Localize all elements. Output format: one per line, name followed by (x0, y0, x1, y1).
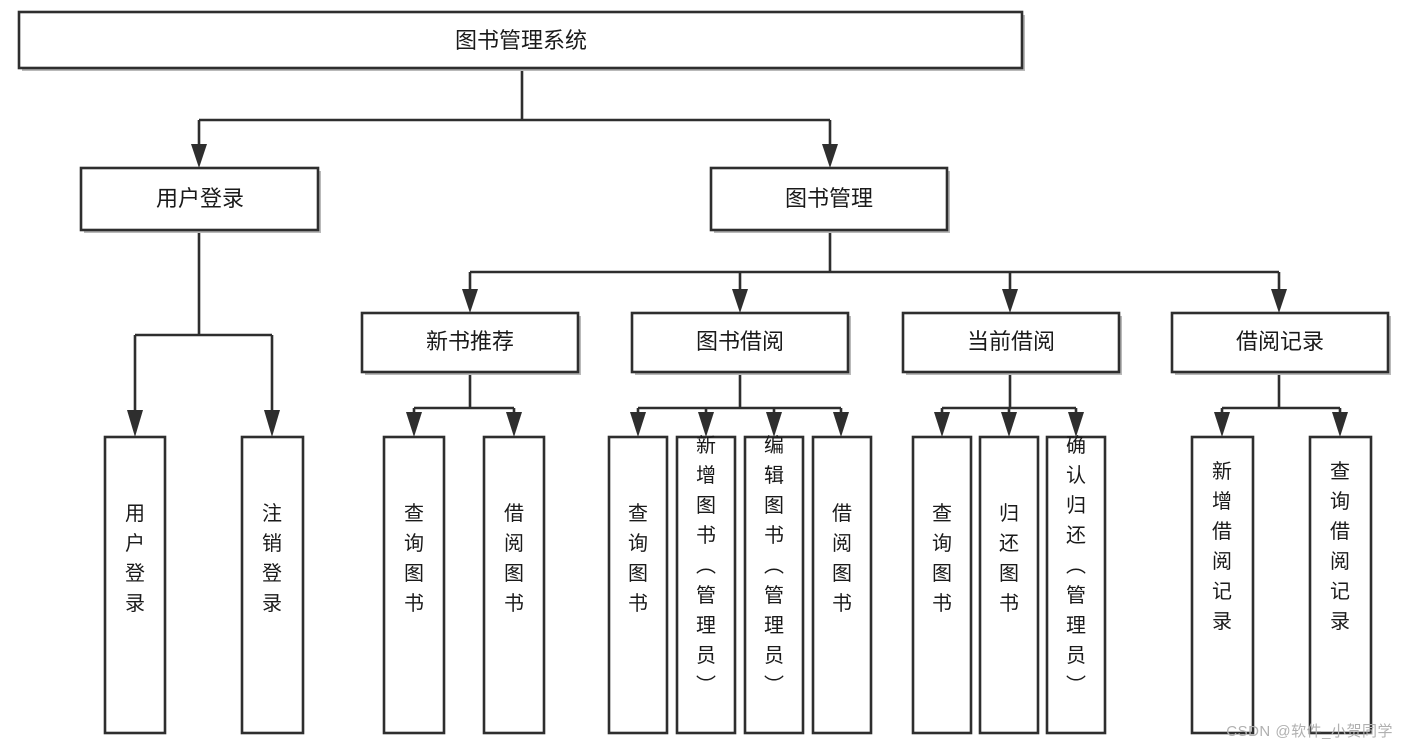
node-book-management[interactable]: 图书管理 (709, 166, 950, 233)
node-box (630, 311, 850, 374)
arrow-head-icon (127, 410, 143, 437)
arrow-head-icon (1001, 412, 1017, 437)
node-box (811, 435, 873, 735)
leaf-node-query-books-borrow[interactable]: 查询图书 (607, 435, 669, 735)
node-box (1170, 311, 1390, 374)
node-box (978, 435, 1040, 735)
node-new-book-recommendation[interactable]: 新书推荐 (360, 311, 581, 375)
node-label: 图书借阅 (696, 329, 784, 354)
node-label: 查询图书 (932, 502, 952, 615)
node-label: 图书管理系统 (455, 28, 587, 53)
csdn-watermark: CSDN @软件_小贺同学 (1226, 723, 1393, 740)
node-label: 借阅图书 (832, 502, 852, 615)
leaf-node-return-books[interactable]: 归还图书 (978, 435, 1040, 735)
node-label: 新书推荐 (426, 329, 514, 354)
node-label: 新增借阅记录 (1212, 460, 1232, 633)
node-label: 查询借阅记录 (1330, 460, 1350, 633)
arrow-head-icon (732, 289, 748, 313)
node-label: 当前借阅 (967, 329, 1055, 354)
arrow-head-icon (1214, 412, 1230, 437)
leaf-node-borrow-books-borrow[interactable]: 借阅图书 (811, 435, 873, 735)
arrow-head-icon (264, 410, 280, 437)
node-box (1190, 435, 1255, 735)
node-box (911, 435, 973, 735)
arrow-head-icon (462, 289, 478, 313)
node-box (743, 435, 805, 735)
leaf-node-borrow-books-newbooks[interactable]: 借阅图书 (482, 435, 546, 735)
leaf-node-query-borrow-record[interactable]: 查询借阅记录 (1308, 435, 1373, 735)
node-label: 借阅记录 (1236, 329, 1324, 354)
leaf-node-logout[interactable]: 注销登录 (240, 435, 305, 735)
node-label: 查询图书 (404, 502, 424, 615)
node-box (675, 435, 737, 735)
node-box (360, 311, 580, 374)
node-borrowing-records[interactable]: 借阅记录 (1170, 311, 1391, 375)
node-box (482, 435, 546, 735)
arrow-head-icon (1332, 412, 1348, 437)
arrow-head-icon (833, 412, 849, 437)
node-label: 借阅图书 (504, 502, 524, 615)
leaf-node-edit-book-admin[interactable]: 编辑图书︵管理员︶ (743, 434, 805, 735)
node-root-book-management-system[interactable]: 图书管理系统 (17, 10, 1025, 71)
leaf-node-query-books-current[interactable]: 查询图书 (911, 435, 973, 735)
node-box (103, 435, 167, 735)
node-label: 新增图书︵管理员︶ (696, 434, 716, 697)
node-box (382, 435, 446, 735)
node-label: 编辑图书︵管理员︶ (764, 434, 784, 697)
node-user-login[interactable]: 用户登录 (79, 166, 321, 233)
arrow-head-icon (406, 412, 422, 437)
leaf-node-confirm-return-admin[interactable]: 确认归还︵管理员︶ (1045, 434, 1107, 735)
node-book-borrowing[interactable]: 图书借阅 (630, 311, 851, 375)
node-label: 用户登录 (125, 503, 145, 615)
node-box (1045, 435, 1107, 735)
node-box (240, 435, 305, 735)
node-box (17, 10, 1024, 70)
node-box (1308, 435, 1373, 735)
node-box (901, 311, 1121, 374)
arrow-head-icon (630, 412, 646, 437)
arrow-head-icon (506, 412, 522, 437)
node-box (79, 166, 320, 232)
arrow-head-icon (191, 144, 207, 168)
node-label: 确认归还︵管理员︶ (1066, 434, 1086, 697)
arrow-head-icon (1002, 289, 1018, 313)
arrow-head-icon (934, 412, 950, 437)
arrow-head-icon (698, 412, 714, 437)
leaf-node-user-login[interactable]: 用户登录 (103, 435, 167, 735)
node-box (709, 166, 949, 232)
node-current-borrowing[interactable]: 当前借阅 (901, 311, 1122, 375)
arrow-head-icon (766, 412, 782, 437)
leaf-node-add-book-admin[interactable]: 新增图书︵管理员︶ (675, 434, 737, 735)
leaf-node-add-borrow-record[interactable]: 新增借阅记录 (1190, 435, 1255, 735)
arrow-head-icon (822, 144, 838, 168)
node-box (607, 435, 669, 735)
arrow-head-icon (1271, 289, 1287, 313)
arrow-head-icon (1068, 412, 1084, 437)
leaf-node-query-books-newbooks[interactable]: 查询图书 (382, 435, 446, 735)
connector-group (127, 70, 1348, 437)
node-label: 图书管理 (785, 186, 873, 211)
node-label: 查询图书 (628, 502, 648, 615)
node-label: 归还图书 (999, 502, 1019, 615)
node-label: 注销登录 (262, 502, 282, 615)
node-label: 用户登录 (156, 186, 244, 211)
